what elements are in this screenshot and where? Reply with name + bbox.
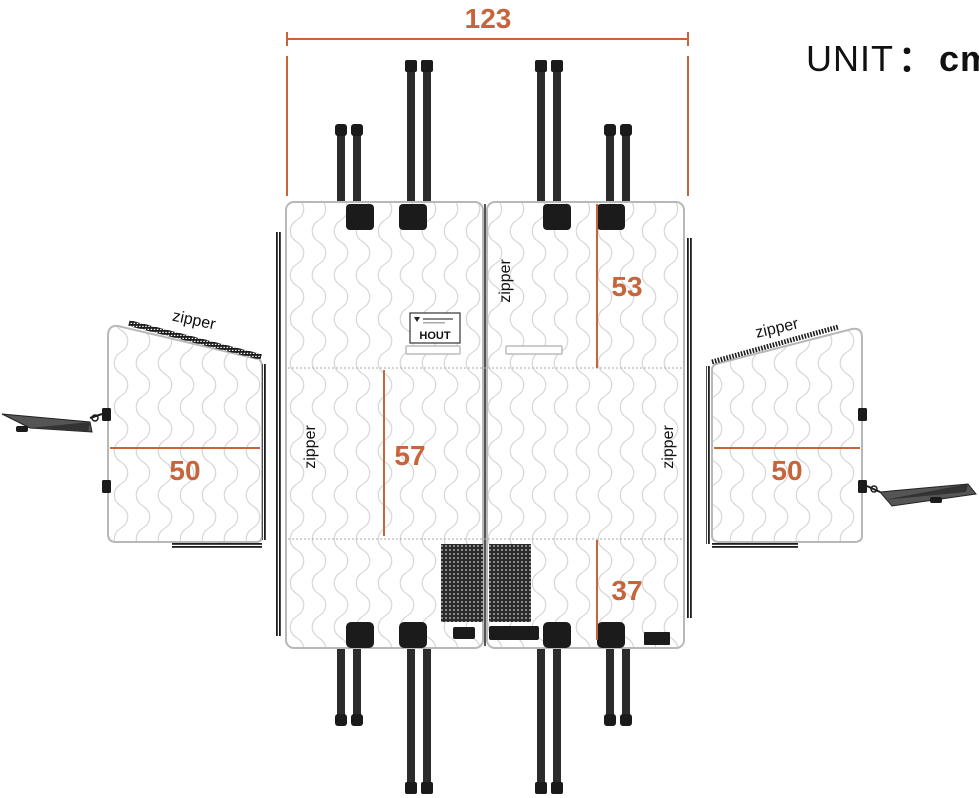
- buckle: [102, 408, 111, 421]
- handle-strap: [505, 345, 563, 355]
- leg-sockets-bottom: [346, 622, 625, 648]
- brand-tag: [644, 632, 670, 645]
- leg-pole: [535, 640, 563, 794]
- zipper-label-right-panel-upper: zipper: [497, 259, 514, 303]
- total-width-label: 123: [465, 3, 512, 34]
- unit-text: UNIT: [806, 38, 894, 79]
- pocket-tag: [453, 627, 475, 639]
- bottom-right-height-label: 37: [611, 575, 642, 606]
- strap: [866, 483, 977, 507]
- leg-pole: [335, 640, 363, 726]
- left-flap-width-label: 50: [169, 455, 200, 486]
- legs-top: [335, 60, 632, 210]
- top-right-height-label: 53: [611, 271, 642, 302]
- zipper-label-left-flap: zipper: [171, 308, 218, 334]
- right-panel: [486, 201, 685, 649]
- buckle: [858, 408, 867, 421]
- buckle: [102, 480, 111, 493]
- zipper-strip-left-panel: [276, 232, 282, 636]
- unit-label: UNIT：cm: [806, 30, 979, 82]
- logo-mark-icon: [414, 317, 420, 322]
- leg-pole: [535, 60, 563, 210]
- center-height-label: 57: [394, 440, 425, 471]
- leg-pole: [604, 124, 632, 210]
- logo-text: HOUT: [419, 330, 450, 342]
- unit-separator: ：: [898, 38, 936, 79]
- leg-pole: [405, 60, 433, 210]
- handle-strap: [405, 345, 461, 355]
- zipper-strip-left-flap-top: [128, 320, 262, 360]
- leg-pole: [335, 124, 363, 210]
- right-flap: [706, 324, 977, 548]
- leg-pole: [604, 640, 632, 726]
- buckle: [858, 480, 867, 493]
- legs-bottom: [335, 640, 632, 794]
- mesh-vent-right: [489, 544, 531, 622]
- right-flap-width-label: 50: [771, 455, 802, 486]
- zipper-label-left-panel: zipper: [302, 425, 319, 469]
- zipper-strip-left-flap-side: [262, 364, 267, 540]
- unit-value: cm: [939, 38, 979, 79]
- leg-sockets-top: [346, 204, 625, 230]
- left-flap: [1, 320, 267, 548]
- leg-pole: [405, 640, 433, 794]
- mesh-vent-left: [441, 544, 483, 622]
- logo-patch: HOUT: [409, 312, 461, 344]
- zipper-strip-right-panel: [686, 238, 692, 618]
- zipper-label-right-panel-lower: zipper: [660, 425, 677, 469]
- zipper-strip-right-flap-bottom: [712, 543, 798, 548]
- strap: [1, 413, 103, 433]
- zipper-strip-right-flap-top: [711, 324, 839, 365]
- pocket-tag: [489, 626, 539, 640]
- zipper-strip-right-flap-side: [706, 366, 711, 544]
- dimension-total-width: [286, 32, 689, 196]
- zipper-strip-left-flap-bottom: [172, 543, 262, 548]
